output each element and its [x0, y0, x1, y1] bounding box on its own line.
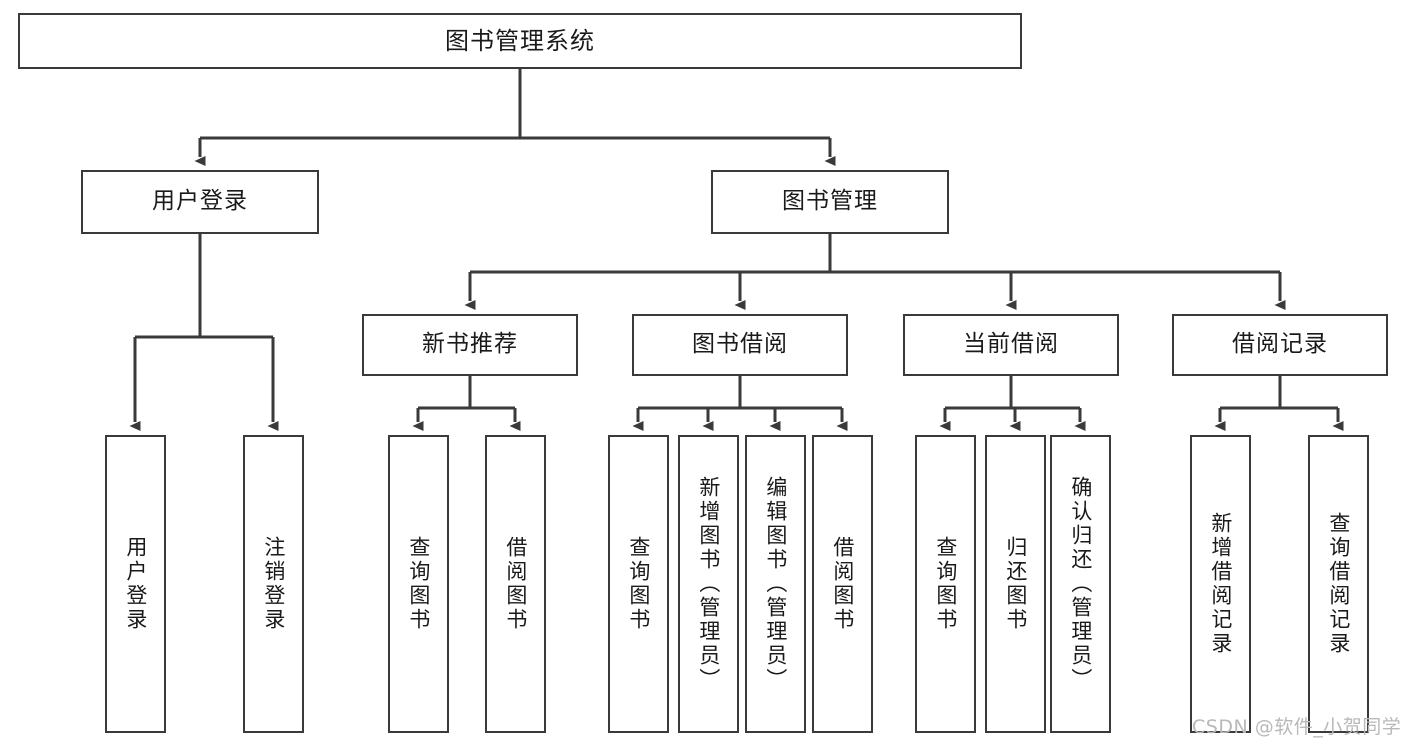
edge-newbook-to-leaves	[412, 376, 521, 431]
node-leaf-query-book-1[interactable]: 查询图书	[388, 435, 449, 733]
node-leaf-query-book-3[interactable]: 查询图书	[915, 435, 976, 733]
node-new-book-recommend[interactable]: 新书推荐	[362, 314, 578, 376]
node-label: 借阅记录	[1232, 331, 1328, 358]
edge-bookborrow-to-leaves	[632, 376, 848, 431]
edge-currentborrow-to-leaves	[939, 376, 1086, 431]
node-leaf-add-borrow-record[interactable]: 新增借阅记录	[1190, 435, 1251, 733]
node-label: 查询图书	[406, 536, 431, 632]
edge-borrowrecord-to-leaves	[1214, 376, 1344, 431]
node-label: 用户登录	[123, 536, 148, 632]
node-label: 确认归还（管理员）	[1068, 476, 1093, 692]
node-label: 注销登录	[261, 536, 286, 632]
edge-bookmanage-to-level3	[464, 234, 1286, 310]
node-book-management[interactable]: 图书管理	[711, 170, 949, 234]
node-label: 当前借阅	[963, 331, 1059, 358]
csdn-watermark: CSDN @软件_小贺同学	[1192, 716, 1402, 738]
node-leaf-logout-login[interactable]: 注销登录	[243, 435, 304, 733]
node-leaf-user-login[interactable]: 用户登录	[105, 435, 166, 733]
node-label: 图书借阅	[692, 331, 788, 358]
node-leaf-query-borrow-record[interactable]: 查询借阅记录	[1308, 435, 1369, 733]
node-label: 借阅图书	[830, 536, 855, 632]
node-label: 编辑图书（管理员）	[763, 476, 788, 692]
node-leaf-query-book-2[interactable]: 查询图书	[608, 435, 669, 733]
node-leaf-confirm-return-admin[interactable]: 确认归还（管理员）	[1050, 435, 1111, 733]
node-label: 用户登录	[152, 188, 248, 215]
node-current-borrow[interactable]: 当前借阅	[903, 314, 1119, 376]
node-user-login[interactable]: 用户登录	[81, 170, 319, 234]
node-label: 新增借阅记录	[1208, 512, 1233, 656]
node-book-borrow[interactable]: 图书借阅	[632, 314, 848, 376]
edge-root-to-level2	[194, 69, 836, 166]
node-label: 新增图书（管理员）	[696, 476, 721, 692]
node-leaf-borrow-book-2[interactable]: 借阅图书	[812, 435, 873, 733]
node-label: 图书管理	[782, 188, 878, 215]
node-label: 借阅图书	[503, 536, 528, 632]
node-label: 查询借阅记录	[1326, 512, 1351, 656]
node-label: 归还图书	[1003, 536, 1028, 632]
edge-userlogin-to-leaves	[129, 234, 279, 431]
node-label: 查询图书	[626, 536, 651, 632]
node-leaf-return-book[interactable]: 归还图书	[985, 435, 1046, 733]
node-borrow-record[interactable]: 借阅记录	[1172, 314, 1388, 376]
node-leaf-edit-book-admin[interactable]: 编辑图书（管理员）	[745, 435, 806, 733]
node-label: 新书推荐	[422, 331, 518, 358]
node-root-book-management-system[interactable]: 图书管理系统	[18, 13, 1022, 69]
node-leaf-borrow-book-1[interactable]: 借阅图书	[485, 435, 546, 733]
node-leaf-add-book-admin[interactable]: 新增图书（管理员）	[678, 435, 739, 733]
node-label: 查询图书	[933, 536, 958, 632]
node-label: 图书管理系统	[445, 26, 595, 55]
